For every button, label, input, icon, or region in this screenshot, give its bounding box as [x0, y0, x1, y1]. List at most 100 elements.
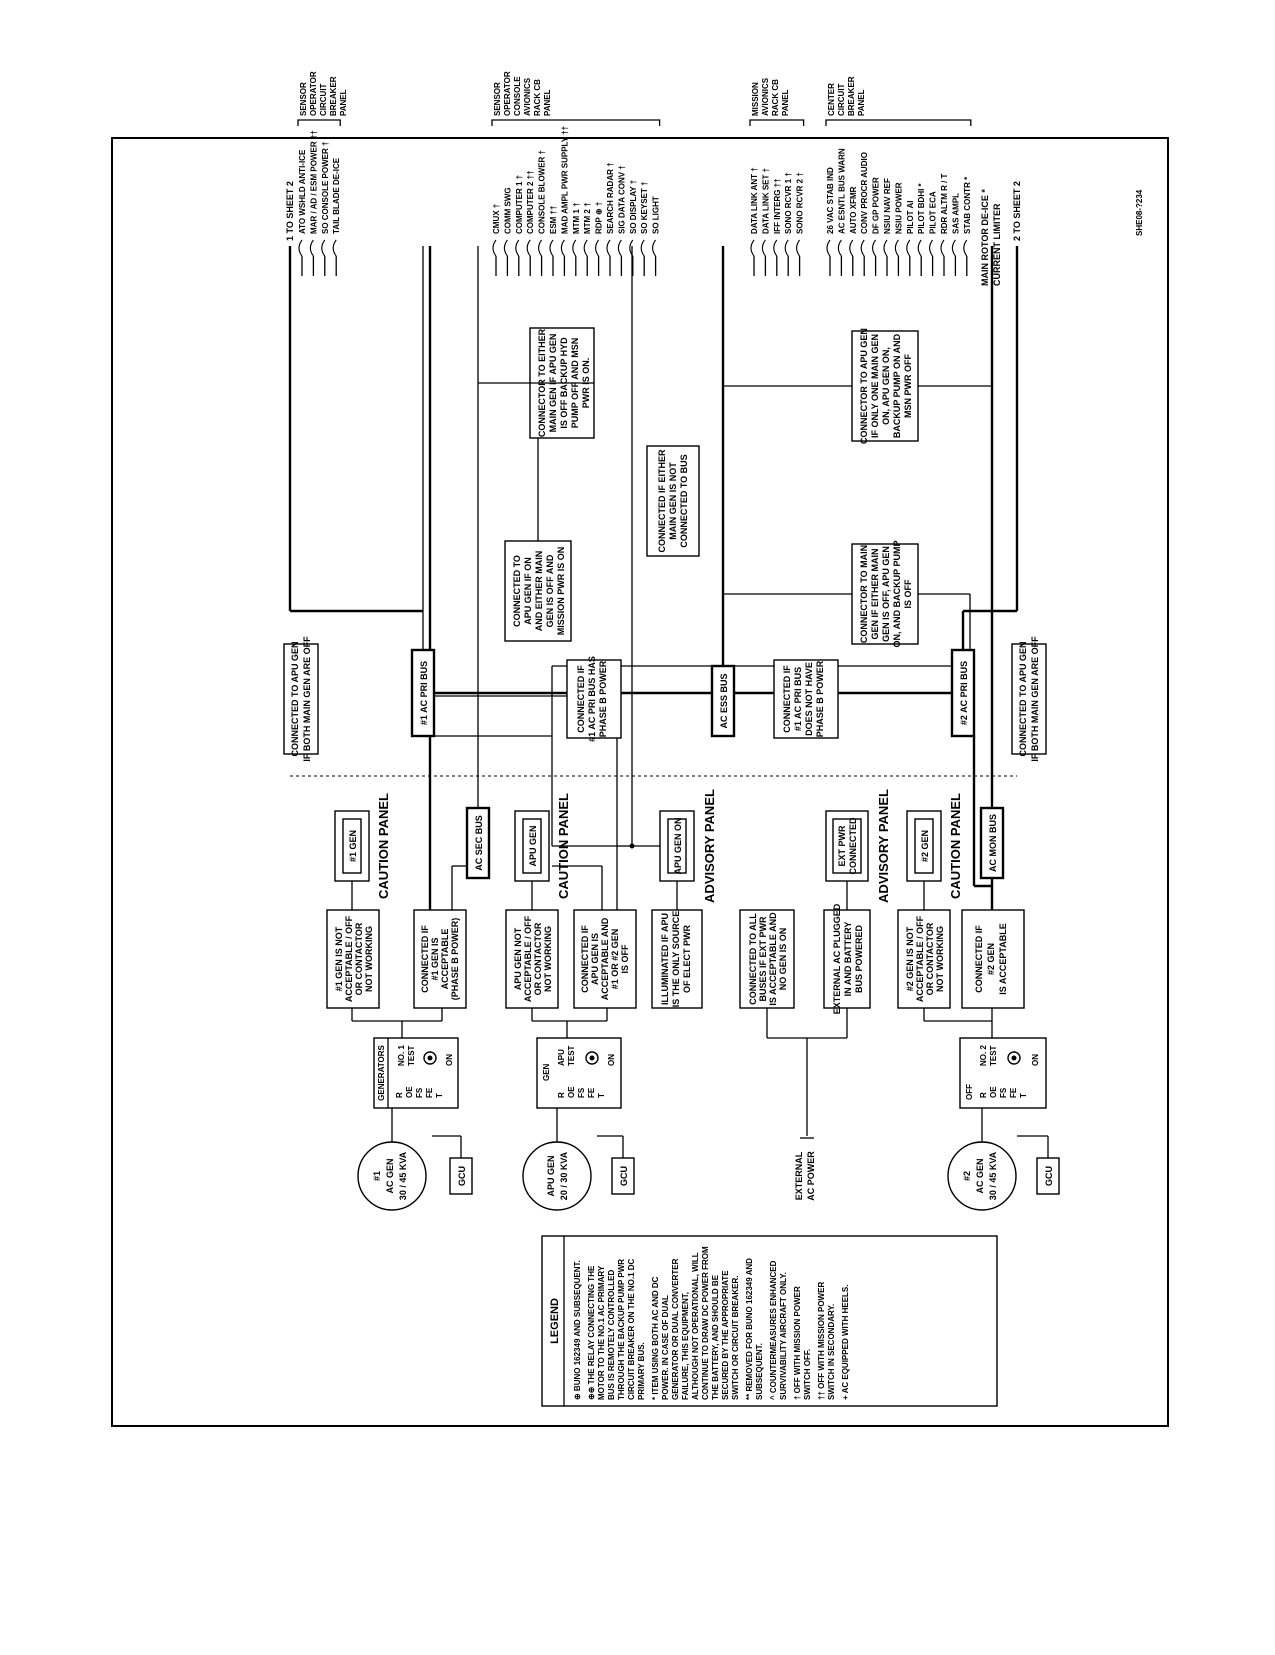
breaker-group-title: CIRCUIT	[319, 83, 328, 116]
breaker-label: SIG DATA CONV †	[617, 165, 626, 234]
breaker-group-title: SENSOR	[299, 82, 308, 116]
breaker-symbol	[929, 239, 934, 257]
legend-item-5-line-0: † OFF WITH MISSION POWER	[793, 1286, 802, 1400]
apu-source: APU GEN 20 / 30 KVA	[522, 1141, 592, 1211]
svg-text:APU GEN IS: APU GEN IS	[590, 933, 600, 985]
gen2-switch-panel: OFF R OE FS FE T NO. 2 TEST ON	[959, 1037, 1047, 1109]
breaker-symbol	[761, 239, 766, 257]
legend-item-7-line-0: + AC EQUIPPED WITH HEELS.	[841, 1285, 850, 1401]
svg-text:FE: FE	[425, 1087, 434, 1098]
legend-item-1-line-3: THROUGH THE BACKUP PUMP PWR	[617, 1259, 626, 1400]
svg-text:OE: OE	[405, 1086, 414, 1098]
svg-text:MSN PWR OFF: MSN PWR OFF	[903, 354, 913, 418]
svg-text:ILLUMINATED IF APU: ILLUMINATED IF APU	[660, 913, 670, 1005]
breaker-group-title: MISSION	[751, 82, 760, 116]
svg-text:#1 GEN: #1 GEN	[348, 830, 358, 862]
breaker-symbol	[503, 239, 508, 257]
svg-text:APU GEN IF ON: APU GEN IF ON	[523, 557, 533, 625]
breaker-symbol	[872, 239, 877, 257]
svg-text:FE: FE	[1009, 1087, 1018, 1098]
svg-text:FS: FS	[415, 1087, 424, 1098]
breaker-group-bracket	[491, 119, 661, 126]
svg-text:GENERATORS: GENERATORS	[377, 1044, 386, 1100]
breaker-symbol	[526, 239, 531, 257]
gen2-ok-box: CONNECTED IF #2 GEN IS ACCEPTABLE	[961, 909, 1025, 1009]
ac-pri-bus-2: #2 AC PRI BUS	[950, 648, 976, 738]
legend-item-6-line-1: SWITCH IN SECONDARY.	[827, 1304, 836, 1400]
svg-text:EXT PWR: EXT PWR	[837, 825, 847, 867]
breaker-symbol	[784, 239, 789, 257]
breaker-label: ATO WSHLD ANTI-ICE	[298, 149, 307, 234]
svg-text:CONNECTED TO ALL: CONNECTED TO ALL	[748, 913, 758, 1005]
breaker-label: SONO RCVR 1 †	[784, 172, 793, 234]
breaker-symbol	[572, 239, 577, 257]
breaker-symbol	[951, 239, 956, 257]
breaker-group-title: BREAKER	[329, 76, 338, 116]
svg-text:FS: FS	[577, 1087, 586, 1098]
legend-item-1-line-1: MOTOR TO THE NO.1 AC PRIMARY	[597, 1265, 606, 1400]
apu-bad-box: APU GEN NOT ACCEPTABLE / OFF OR CONTACTO…	[505, 909, 559, 1009]
apu-on-advisory-lamp: APU GEN ON	[659, 810, 695, 882]
svg-text:APU GEN: APU GEN	[546, 1155, 556, 1196]
apu-switch-panel: GEN R OE FS FE T APU TEST ON	[536, 1037, 622, 1109]
breaker-label: SO CONSOLE POWER †	[321, 142, 330, 234]
svg-text:APU GEN ON: APU GEN ON	[673, 817, 683, 874]
breaker-group-title: PANEL	[857, 89, 866, 116]
legend-item-3-line-1: SUBSEQUENT.	[755, 1343, 764, 1400]
breaker-label: COMM SWG	[503, 187, 512, 234]
svg-text:PHASE B POWER: PHASE B POWER	[815, 660, 825, 737]
svg-text:R: R	[979, 1092, 988, 1098]
legend-item-5-line-1: SWITCH OFF.	[803, 1349, 812, 1400]
svg-text:CONNECTED IF: CONNECTED IF	[580, 925, 590, 993]
note-apu-mission: CONNECTED TO APU GEN IF ON AND EITHER MA…	[504, 540, 572, 642]
breaker-symbol	[826, 239, 831, 257]
svg-text:IS ACCEPTABLE: IS ACCEPTABLE	[998, 923, 1008, 995]
breaker-label: IFF INTERG ††	[773, 178, 782, 234]
svg-text:EXTERNAL AC PLUGGED: EXTERNAL AC PLUGGED	[832, 903, 842, 1014]
svg-text:GCU: GCU	[1044, 1166, 1054, 1186]
ext-pwr-advisory-lamp: EXT PWR CONNECTED	[825, 810, 869, 882]
breaker-symbol	[894, 239, 899, 257]
breaker-symbol	[940, 239, 945, 257]
svg-text:#1 GEN IS NOT: #1 GEN IS NOT	[334, 926, 344, 991]
legend-item-1-line-0: ⊕⊕ THE RELAY CONNECTING THE	[587, 1265, 596, 1400]
advisory-panel-label-1: ADVISORY PANEL	[702, 789, 717, 903]
svg-text:OR CONTACTOR: OR CONTACTOR	[533, 922, 543, 995]
note-pri1-to-ess: CONNECTED IF #1 AC PRI BUS HAS PHASE B P…	[566, 656, 622, 742]
svg-text:#1 AC PRI BUS HAS: #1 AC PRI BUS HAS	[587, 656, 597, 742]
svg-text:OE: OE	[567, 1086, 576, 1098]
svg-text:BACKUP PUMP ON AND: BACKUP PUMP ON AND	[892, 333, 902, 438]
legend-item-4-line-0: ^ COUNTERMEASURES ENHANCED	[769, 1260, 778, 1400]
svg-text:CONNECTED TO BUS: CONNECTED TO BUS	[679, 454, 689, 547]
svg-text:MISSION PWR IS ON: MISSION PWR IS ON	[556, 547, 566, 636]
svg-text:CONNECTED IF: CONNECTED IF	[420, 925, 430, 993]
rotated-diagram: LEGEND ⊕ BUNO 162349 AND SUBSEQUENT.⊕⊕ T…	[283, 71, 1144, 1407]
note-pri2-to-ess: CONNECTED IF #1 AC PRI BUS DOES NOT HAVE…	[773, 659, 839, 739]
svg-text:TEST: TEST	[407, 1045, 416, 1066]
breaker-label: AUTO XFMR	[849, 186, 858, 234]
svg-text:AC MON BUS: AC MON BUS	[988, 814, 998, 872]
svg-text:GEN IS OFF AND: GEN IS OFF AND	[545, 554, 555, 627]
svg-text:#2 GEN: #2 GEN	[986, 943, 996, 975]
svg-text:IF BOTH MAIN GEN ARE OFF: IF BOTH MAIN GEN ARE OFF	[302, 636, 312, 762]
breaker-group-title: CIRCUIT	[837, 83, 846, 116]
breaker-symbol	[860, 239, 865, 257]
breaker-symbol	[617, 239, 622, 257]
note-lower-left: CONNECTOR TO MAIN GEN IF EITHER MAIN GEN…	[851, 540, 919, 648]
breaker-symbol	[515, 239, 520, 257]
svg-text:IS ACCEPTABLE AND: IS ACCEPTABLE AND	[768, 912, 778, 1006]
breaker-label: CONSOLE BLOWER †	[538, 150, 547, 234]
apu-ok-box: CONNECTED IF APU GEN IS ACCEPTABLE AND #…	[573, 909, 637, 1009]
svg-text:ON: ON	[445, 1054, 454, 1066]
svg-text:#1 OR #2 GEN: #1 OR #2 GEN	[610, 929, 620, 990]
svg-text:#1 GEN IS: #1 GEN IS	[430, 937, 440, 980]
svg-text:ON, AND BACKUP PUMP: ON, AND BACKUP PUMP	[892, 540, 902, 647]
svg-text:CONNECTOR TO APU GEN: CONNECTOR TO APU GEN	[859, 328, 869, 444]
sheet-ref-top: 1 TO SHEET 2	[285, 181, 295, 241]
ac-sec-bus: AC SEC BUS	[465, 806, 491, 880]
breaker-group-title: AVIONICS	[761, 77, 770, 116]
breaker-group-title: PANEL	[339, 89, 348, 116]
legend-item-4-line-1: SURVIVABILITY AIRCRAFT ONLY.	[779, 1272, 788, 1400]
